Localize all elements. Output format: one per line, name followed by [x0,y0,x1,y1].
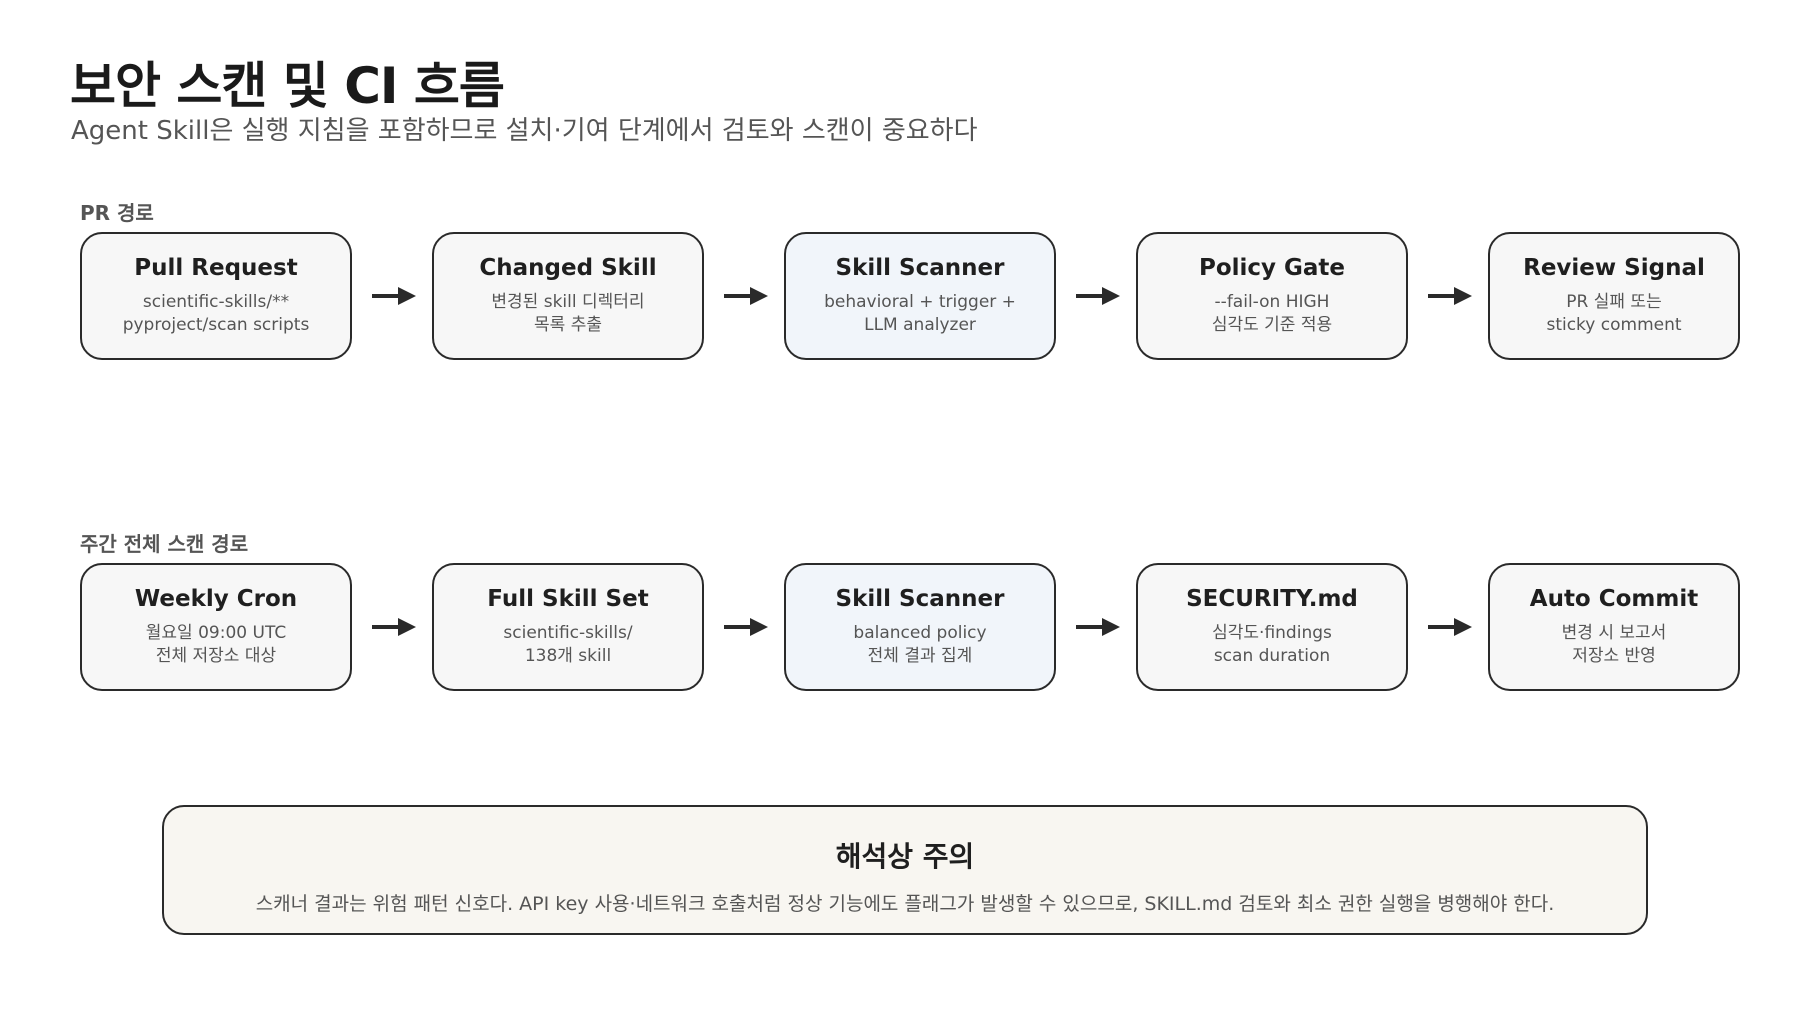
node-detail: 심각도 기준 적용 [1211,315,1333,335]
pr-flow: Pull Request scientific-skills/** pyproj… [80,232,1740,364]
node-title: Full Skill Set [487,586,649,612]
right-arrow-icon [1076,286,1120,306]
node-detail: sticky comment [1546,315,1682,335]
right-arrow-icon [724,286,768,306]
note-title: 해석상 주의 [835,840,975,873]
node-detail: --fail-on HIGH [1214,292,1330,312]
node-title: Auto Commit [1529,586,1699,612]
node-title: Changed Skill [479,255,657,281]
node-security-md: SECURITY.md 심각도·findings scan duration [1136,563,1408,691]
node-detail: pyproject/scan scripts [122,315,310,335]
node-pull-request: Pull Request scientific-skills/** pyproj… [80,232,352,360]
node-title: Review Signal [1523,255,1705,281]
node-weekly-cron: Weekly Cron 월요일 09:00 UTC 전체 저장소 대상 [80,563,352,691]
weekly-flow: Weekly Cron 월요일 09:00 UTC 전체 저장소 대상 Full… [80,563,1740,695]
page-title: 보안 스캔 및 CI 흐름 [70,57,505,115]
right-arrow-icon [1428,286,1472,306]
right-arrow-icon [1076,617,1120,637]
node-detail: scientific-skills/ [503,623,633,643]
note-text: 스캐너 결과는 위험 패턴 신호다. API key 사용·네트워크 호출처럼 … [255,893,1555,915]
node-detail: LLM analyzer [864,315,976,335]
node-detail: 전체 결과 집계 [867,646,973,666]
node-detail: scientific-skills/** [142,292,290,312]
node-detail: 월요일 09:00 UTC [145,623,287,643]
node-title: Skill Scanner [835,586,1005,612]
node-title: Policy Gate [1198,255,1346,281]
node-auto-commit: Auto Commit 변경 시 보고서 저장소 반영 [1488,563,1740,691]
node-skill-scanner: Skill Scanner balanced policy 전체 결과 집계 [784,563,1056,691]
page-subtitle: Agent Skill은 실행 지침을 포함하므로 설치·기여 단계에서 검토와… [71,116,978,146]
right-arrow-icon [372,617,416,637]
right-arrow-icon [724,617,768,637]
right-arrow-icon [372,286,416,306]
node-detail: behavioral + trigger + [824,292,1016,312]
node-title: SECURITY.md [1186,586,1358,612]
node-title: Skill Scanner [835,255,1005,281]
node-detail: 목록 추출 [534,315,602,335]
node-changed-skill: Changed Skill 변경된 skill 디렉터리 목록 추출 [432,232,704,360]
node-title: Pull Request [134,255,298,281]
weekly-flow-label: 주간 전체 스캔 경로 [80,532,249,556]
node-detail: balanced policy [853,623,987,643]
node-detail: 변경 시 보고서 [1561,623,1667,643]
node-detail: 저장소 반영 [1572,646,1656,666]
node-title: Weekly Cron [134,586,298,612]
node-policy-gate: Policy Gate --fail-on HIGH 심각도 기준 적용 [1136,232,1408,360]
node-detail: 전체 저장소 대상 [155,646,277,666]
node-detail: 심각도·findings [1212,623,1332,643]
interpretation-note: 해석상 주의 스캐너 결과는 위험 패턴 신호다. API key 사용·네트워… [162,805,1648,935]
node-detail: 138개 skill [524,646,612,666]
pr-flow-label: PR 경로 [80,201,154,225]
right-arrow-icon [1428,617,1472,637]
node-detail: 변경된 skill 디렉터리 [491,292,645,312]
node-full-skill-set: Full Skill Set scientific-skills/ 138개 s… [432,563,704,691]
node-detail: PR 실패 또는 [1566,292,1662,312]
node-skill-scanner: Skill Scanner behavioral + trigger + LLM… [784,232,1056,360]
node-detail: scan duration [1213,646,1331,666]
node-review-signal: Review Signal PR 실패 또는 sticky comment [1488,232,1740,360]
